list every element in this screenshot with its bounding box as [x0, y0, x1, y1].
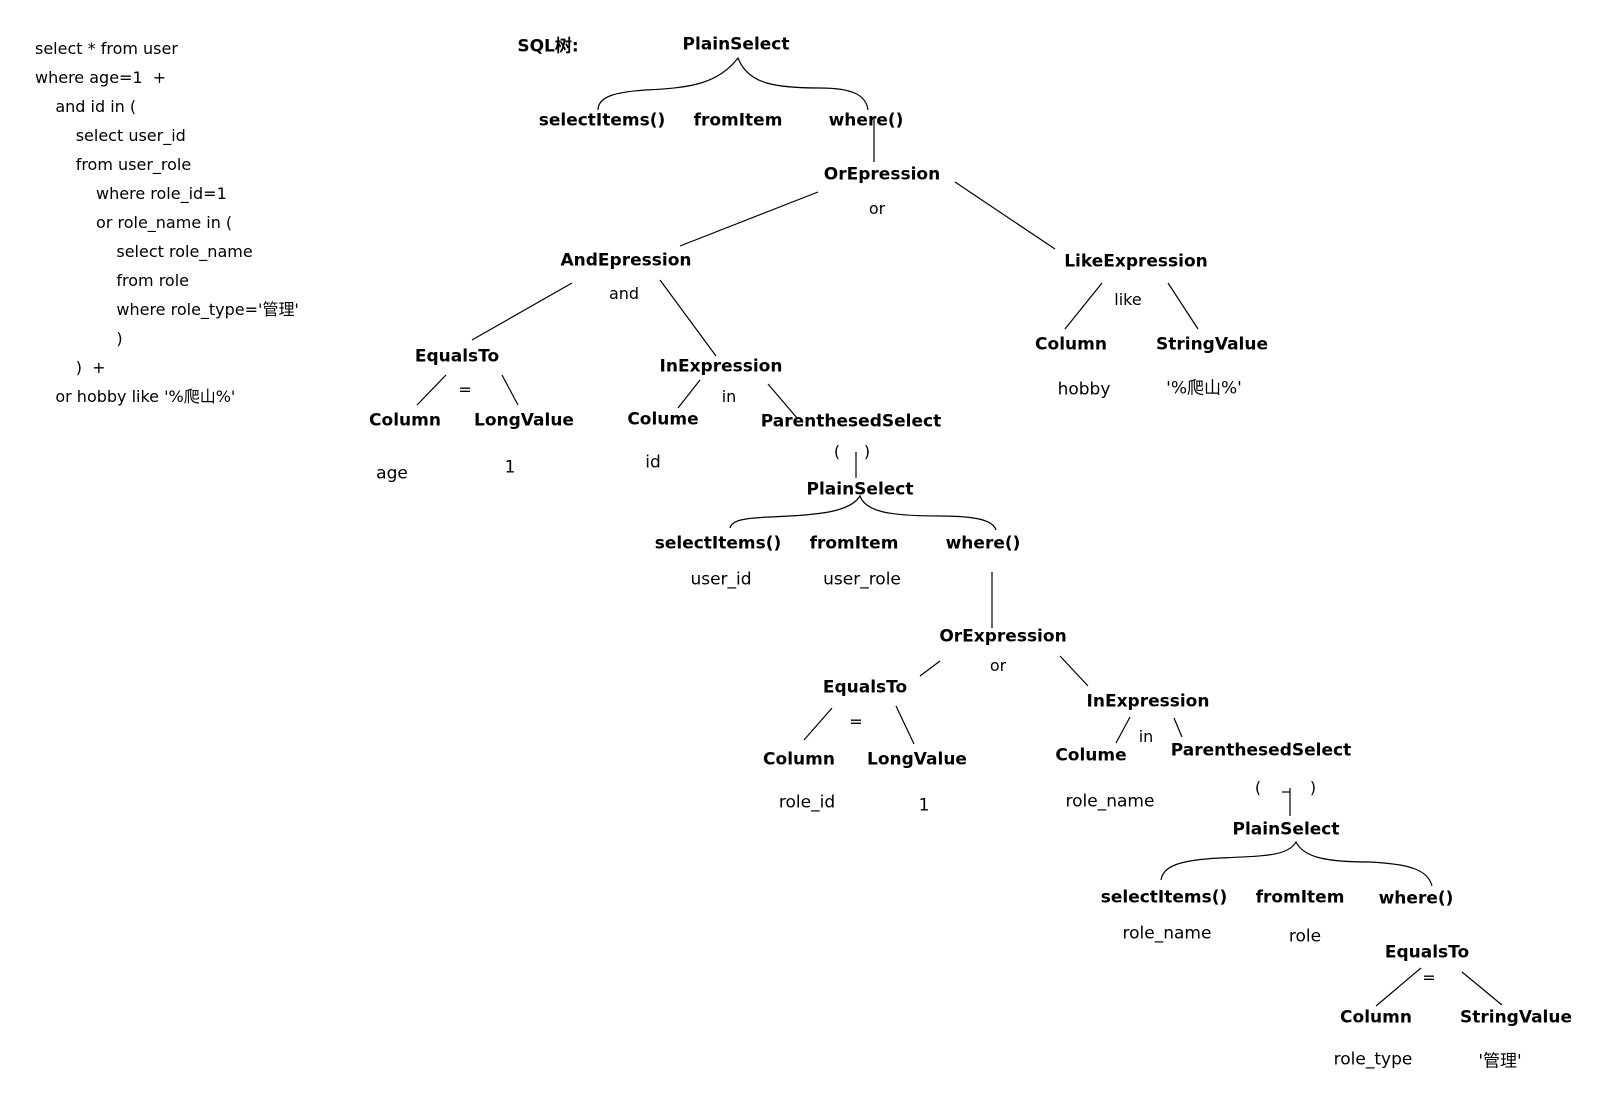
node-column-role-type: Column: [1340, 1007, 1412, 1028]
node-plainselect-root: PlainSelect: [682, 34, 790, 55]
node-colume-id: Colume: [627, 409, 699, 430]
sql-line: or hobby like '%爬山%': [35, 387, 236, 406]
tree-edge: [677, 379, 701, 409]
value-role-type: role_type: [1333, 1049, 1413, 1070]
value-age: age: [376, 463, 408, 484]
node-longvalue-age: LongValue: [474, 410, 574, 431]
node-or-expression-sub: OrExpression: [939, 626, 1067, 647]
operator-in: in: [721, 387, 737, 406]
node-fromitem: fromItem: [693, 110, 783, 131]
node-equalsto-role-type: EqualsTo: [1384, 942, 1470, 963]
operator-equals: =: [458, 380, 472, 399]
sql-line: select * from user: [35, 39, 178, 58]
tree-edge: [919, 660, 941, 677]
tree-edge: [1064, 282, 1103, 330]
tree-edge: [767, 383, 798, 419]
sql-code-block: select * from user where age=1 + and id …: [35, 34, 299, 411]
node-where-sub: where(): [945, 533, 1021, 554]
node-plainselect-sub: PlainSelect: [806, 479, 914, 500]
node-parenthesedselect-sub: ParenthesedSelect: [1170, 740, 1352, 761]
sql-line: where age=1 +: [35, 68, 167, 87]
node-colume-role-name: Colume: [1055, 745, 1127, 766]
tree-edge: [471, 282, 573, 341]
operator-like: like: [1114, 290, 1142, 309]
sql-line: select role_name: [35, 242, 253, 261]
brace-connector: [597, 56, 869, 111]
paren-close: ): [863, 442, 871, 461]
tree-edge: [1059, 655, 1089, 687]
value-hobby: hobby: [1057, 379, 1111, 400]
value-one-role-id: 1: [918, 795, 930, 816]
sql-line: where role_type='管理': [35, 300, 299, 319]
node-stringvalue-role-type: StringValue: [1459, 1007, 1573, 1028]
sql-line: ): [35, 329, 123, 348]
tree-edge: [659, 279, 717, 357]
paren-open: (: [833, 442, 841, 461]
operator-or: or: [868, 199, 886, 218]
node-or-expression: OrEpression: [823, 164, 941, 185]
tree-edge: [954, 181, 1056, 250]
tree-edge: [1167, 282, 1199, 330]
node-fromitem-inner: fromItem: [1255, 887, 1345, 908]
node-where-inner: where(): [1378, 888, 1454, 909]
node-longvalue-role-id: LongValue: [867, 749, 967, 770]
tree-edge: [1375, 967, 1422, 1007]
brace-connector: [729, 494, 997, 531]
node-selectitems-sub: selectItems(): [654, 533, 782, 554]
node-selectitems-inner: selectItems(): [1100, 887, 1228, 908]
tree-edge: [679, 191, 819, 247]
operator-equals-role-type: =: [1422, 968, 1436, 987]
value-role-name: role_name: [1065, 791, 1155, 812]
tree-edge: [416, 374, 447, 406]
tree-edge: [895, 705, 915, 745]
paren-close-sub: ): [1309, 778, 1317, 797]
node-equalsto-role-id: EqualsTo: [822, 677, 908, 698]
value-user-id: user_id: [690, 569, 752, 590]
tree-edge: [1115, 716, 1131, 744]
sql-line: ) +: [35, 358, 106, 377]
node-in-expression-role-name: InExpression: [1086, 691, 1210, 712]
paren-open-sub: (: [1254, 778, 1262, 797]
value-role-name-inner: role_name: [1122, 923, 1212, 944]
value-role: role: [1288, 926, 1322, 947]
sql-line: from user_role: [35, 155, 192, 174]
sql-line: or role_name in (: [35, 213, 233, 232]
sql-line: where role_id=1: [35, 184, 227, 203]
value-role-id: role_id: [778, 792, 836, 813]
node-in-expression-id: InExpression: [659, 356, 783, 377]
tree-edge: [803, 707, 833, 741]
sql-line: select user_id: [35, 126, 186, 145]
operator-equals-role-id: =: [849, 712, 863, 731]
node-stringvalue-hobby: StringValue: [1155, 334, 1269, 355]
operator-in-role-name: in: [1138, 727, 1154, 746]
node-fromitem-sub: fromItem: [809, 533, 899, 554]
node-like-expression: LikeExpression: [1064, 251, 1208, 272]
tree-edge: [1461, 971, 1503, 1006]
node-and-expression: AndEpression: [560, 250, 692, 271]
node-where: where(): [828, 110, 904, 131]
value-admin: '管理': [1478, 1051, 1522, 1072]
value-id: id: [645, 452, 661, 473]
value-user-role: user_role: [823, 569, 901, 590]
tree-title: SQL树:: [517, 36, 579, 57]
node-equalsto-age: EqualsTo: [414, 346, 500, 367]
node-column-role-id: Column: [763, 749, 835, 770]
node-column-age: Column: [369, 410, 441, 431]
node-column-hobby: Column: [1035, 334, 1107, 355]
tree-edge: [1173, 717, 1183, 738]
operator-and: and: [608, 284, 640, 303]
node-selectitems: selectItems(): [538, 110, 666, 131]
sql-line: and id in (: [35, 97, 137, 116]
node-parenthesedselect: ParenthesedSelect: [760, 411, 942, 432]
value-like-pattern: '%爬山%': [1166, 378, 1242, 399]
value-one: 1: [504, 457, 516, 478]
tree-edge: [501, 374, 519, 406]
sql-line: from role: [35, 271, 189, 290]
brace-connector: [1160, 840, 1433, 887]
node-plainselect-inner: PlainSelect: [1232, 819, 1340, 840]
operator-or-sub: or: [989, 656, 1007, 675]
